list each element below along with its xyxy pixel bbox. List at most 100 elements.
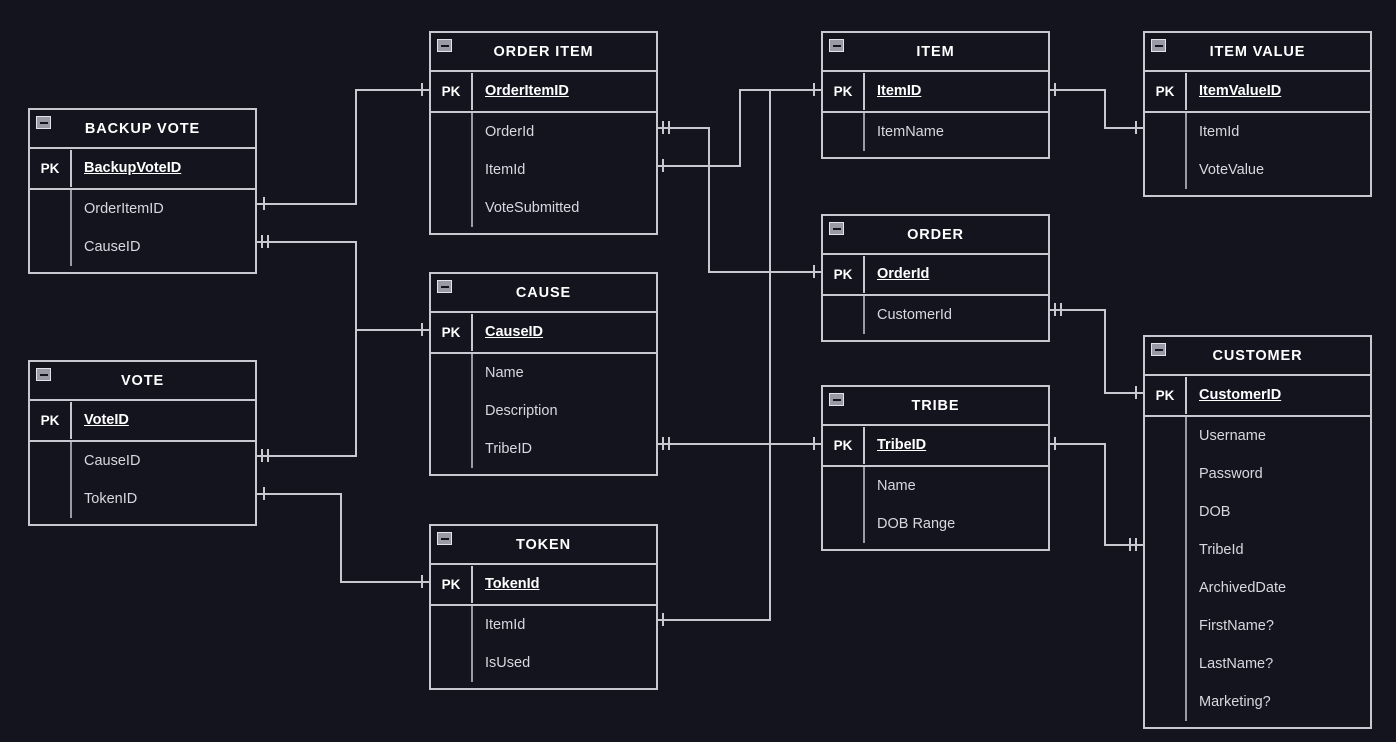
entity-title: TRIBE [911,397,960,414]
minus-square-icon[interactable] [1151,39,1166,52]
minus-square-icon[interactable] [829,222,844,235]
attribute-key-gutter [30,228,70,266]
entity-attribute-row[interactable]: ArchivedDate [1145,569,1370,607]
cardinality-tick-oi-order-a2 [668,121,670,134]
entity-attribute-row[interactable]: Name [431,354,656,392]
entity-attribute-row[interactable]: OrderId [431,113,656,151]
attribute-name: TribeId [1185,531,1370,569]
attribute-key-gutter [431,430,471,468]
entity-header-order: ORDER [823,216,1048,255]
entity-attribute-row[interactable]: LastName? [1145,645,1370,683]
entity-header-item_value: ITEM VALUE [1145,33,1370,72]
attribute-key-gutter [1145,569,1185,607]
entity-attribute-row[interactable]: Marketing? [1145,683,1370,721]
entity-attribute-row[interactable]: Username [1145,417,1370,455]
cardinality-tick-vote-token-a [263,487,265,500]
attribute-key-gutter [1145,493,1185,531]
entity-title: CUSTOMER [1212,347,1303,364]
entity-attribute-row[interactable]: IsUsed [431,644,656,682]
attribute-name: CauseID [70,442,255,480]
connector-backupvote-orderitem-seg1 [257,203,357,205]
minus-square-icon[interactable] [36,116,51,129]
cardinality-tick-order-customer-b [1135,386,1137,399]
entity-attribute-row[interactable]: Password [1145,455,1370,493]
pk-field-name: ItemValueID [1185,73,1370,110]
entity-attribute-row[interactable]: Description [431,392,656,430]
entity-attribute-row[interactable]: ItemId [431,606,656,644]
entity-attribute-row[interactable]: DOB Range [823,505,1048,543]
attribute-name: FirstName? [1185,607,1370,645]
minus-square-icon[interactable] [437,39,452,52]
entity-attribute-list: ItemName [823,113,1048,157]
attribute-name: TribeID [471,430,656,468]
entity-title: VOTE [120,372,165,389]
entity-attribute-row[interactable]: FirstName? [1145,607,1370,645]
connector-tribe-customer-seg1 [1050,443,1106,445]
cardinality-tick-order-customer-a1 [1054,303,1056,316]
attribute-key-gutter [823,467,863,505]
entity-attribute-row[interactable]: TokenID [30,480,255,518]
entity-title: ORDER [907,226,964,243]
attribute-key-gutter [30,480,70,518]
connector-token-item-seg2 [769,89,771,621]
entity-attribute-row[interactable]: OrderItemID [30,190,255,228]
entity-header-order_item: ORDER ITEM [431,33,656,72]
entity-attribute-row[interactable]: ItemName [823,113,1048,151]
connector-order-customer-seg2 [1104,309,1106,393]
cardinality-tick-item-itemvalue-a [1054,83,1056,96]
entity-attribute-row[interactable]: ItemId [431,151,656,189]
pk-field-name: CustomerID [1185,377,1370,414]
minus-square-icon[interactable] [437,532,452,545]
minus-square-icon[interactable] [829,393,844,406]
minus-square-icon[interactable] [829,39,844,52]
connector-vote-token-seg2 [340,493,342,582]
connector-backupvote-orderitem-seg3 [355,89,429,91]
minus-square-icon[interactable] [437,280,452,293]
entity-attribute-row[interactable]: VoteSubmitted [431,189,656,227]
entity-attribute-row[interactable]: CustomerId [823,296,1048,334]
entity-attribute-row[interactable]: CauseID [30,442,255,480]
minus-square-icon[interactable] [36,368,51,381]
entity-attribute-row[interactable]: ItemId [1145,113,1370,151]
connector-item-itemvalue-seg2 [1104,89,1106,128]
entity-attribute-row[interactable]: VoteValue [1145,151,1370,189]
entity-attribute-row[interactable]: Name [823,467,1048,505]
attribute-key-gutter [1145,113,1185,151]
minus-square-icon[interactable] [1151,343,1166,356]
cardinality-tick-vote-cause-a2 [267,449,269,462]
pk-field-name: OrderId [863,256,1048,293]
entity-attribute-row[interactable]: TribeID [431,430,656,468]
entity-attribute-row[interactable]: DOB [1145,493,1370,531]
pk-badge: PK [441,577,461,592]
attribute-key-gutter [1145,417,1185,455]
connector-order-customer-seg1 [1050,309,1106,311]
attribute-key-gutter [30,190,70,228]
entity-attribute-list: CustomerId [823,296,1048,340]
entity-attribute-row[interactable]: CauseID [30,228,255,266]
attribute-key-gutter [431,113,471,151]
entity-attribute-row[interactable]: TribeId [1145,531,1370,569]
attribute-name: ItemId [1185,113,1370,151]
